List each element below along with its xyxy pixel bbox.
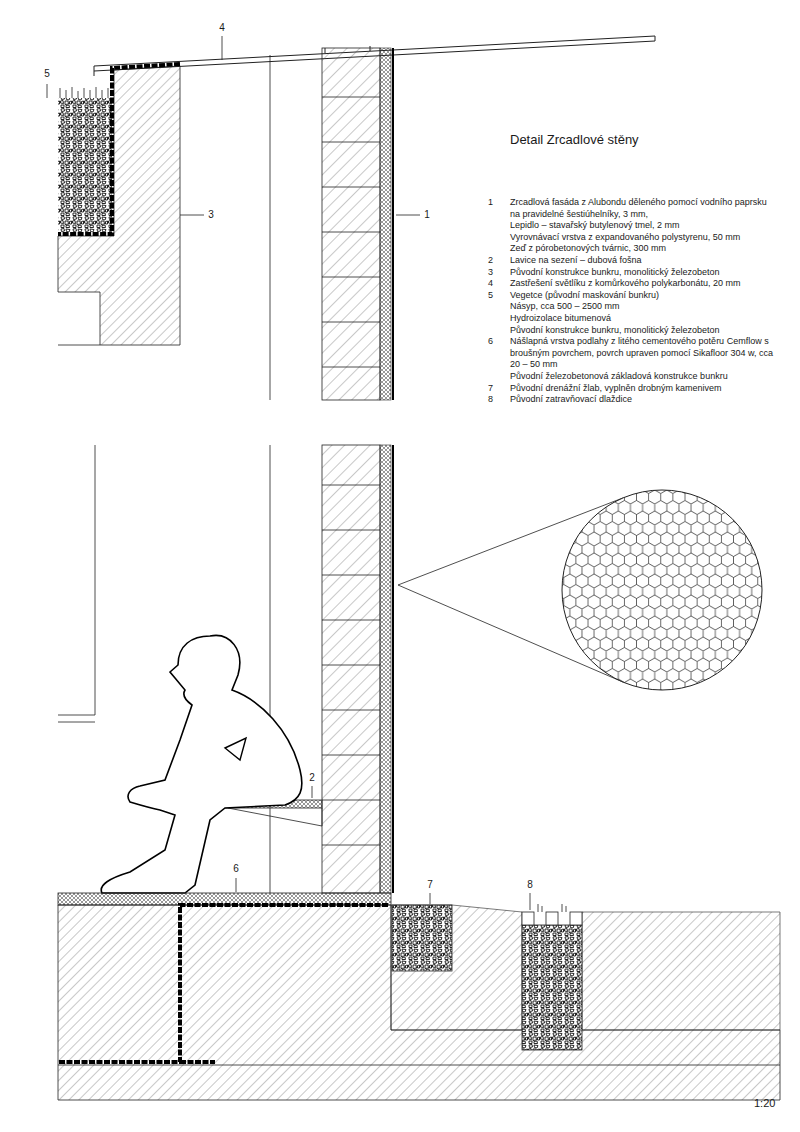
callout-number: 7 — [427, 879, 433, 891]
scale-note: 1:20 — [754, 1097, 775, 1110]
drawing-title: Detail Zrcadlové stěny — [510, 132, 639, 148]
legend-description: Zastřešení světlíku z komůrkového polyka… — [510, 278, 778, 290]
callout-number: 3 — [208, 209, 214, 221]
callout-number: 2 — [309, 772, 315, 784]
callout-number: 6 — [233, 863, 239, 875]
legend-description: Původní konstrukce bunkru, monolitický ž… — [510, 267, 778, 279]
legend-description: Původní zatravňovací dlaždice — [510, 394, 778, 406]
callout-number: 4 — [219, 22, 225, 34]
legend-description: Zrcadlová fasáda z Alubondu děleného pom… — [510, 197, 778, 220]
legend-description: Zeď z pórobetonových tvárnic, 300 mm — [510, 243, 778, 255]
callout-number: 1 — [424, 209, 430, 221]
legend-description: Původní železobetonová základová konstru… — [510, 371, 778, 383]
legend-number: 3 — [488, 267, 493, 279]
legend-number: 1 — [488, 197, 493, 209]
legend-number: 7 — [488, 383, 493, 395]
legend-number: 2 — [488, 255, 493, 267]
callout-number: 5 — [44, 68, 50, 80]
legend-number: 5 — [488, 290, 493, 302]
legend-description: Hydroizolace bitumenová — [510, 313, 778, 325]
legend-description: Lavice na sezení – dubová fošna — [510, 255, 778, 267]
legend-description: Lepidlo – stavařský butylenový tmel, 2 m… — [510, 220, 778, 232]
legend-number: 4 — [488, 278, 493, 290]
legend-description: Vegetce (původní maskování bunkru) — [510, 290, 778, 302]
legend-description: Původní konstrukce bunkru, monolitický ž… — [510, 325, 778, 337]
legend-description: Vyrovnávací vrstva z expandovaného polys… — [510, 232, 778, 244]
legend-description: Nášlapná vrstva podlahy z litého cemento… — [510, 336, 778, 371]
legend-number: 6 — [488, 336, 493, 348]
legend-description: Původní drenážní žlab, vyplněn drobným k… — [510, 383, 778, 395]
legend-number: 8 — [488, 394, 493, 406]
callout-number: 8 — [527, 879, 533, 891]
legend-description: Násyp, cca 500 – 2500 mm — [510, 301, 778, 313]
